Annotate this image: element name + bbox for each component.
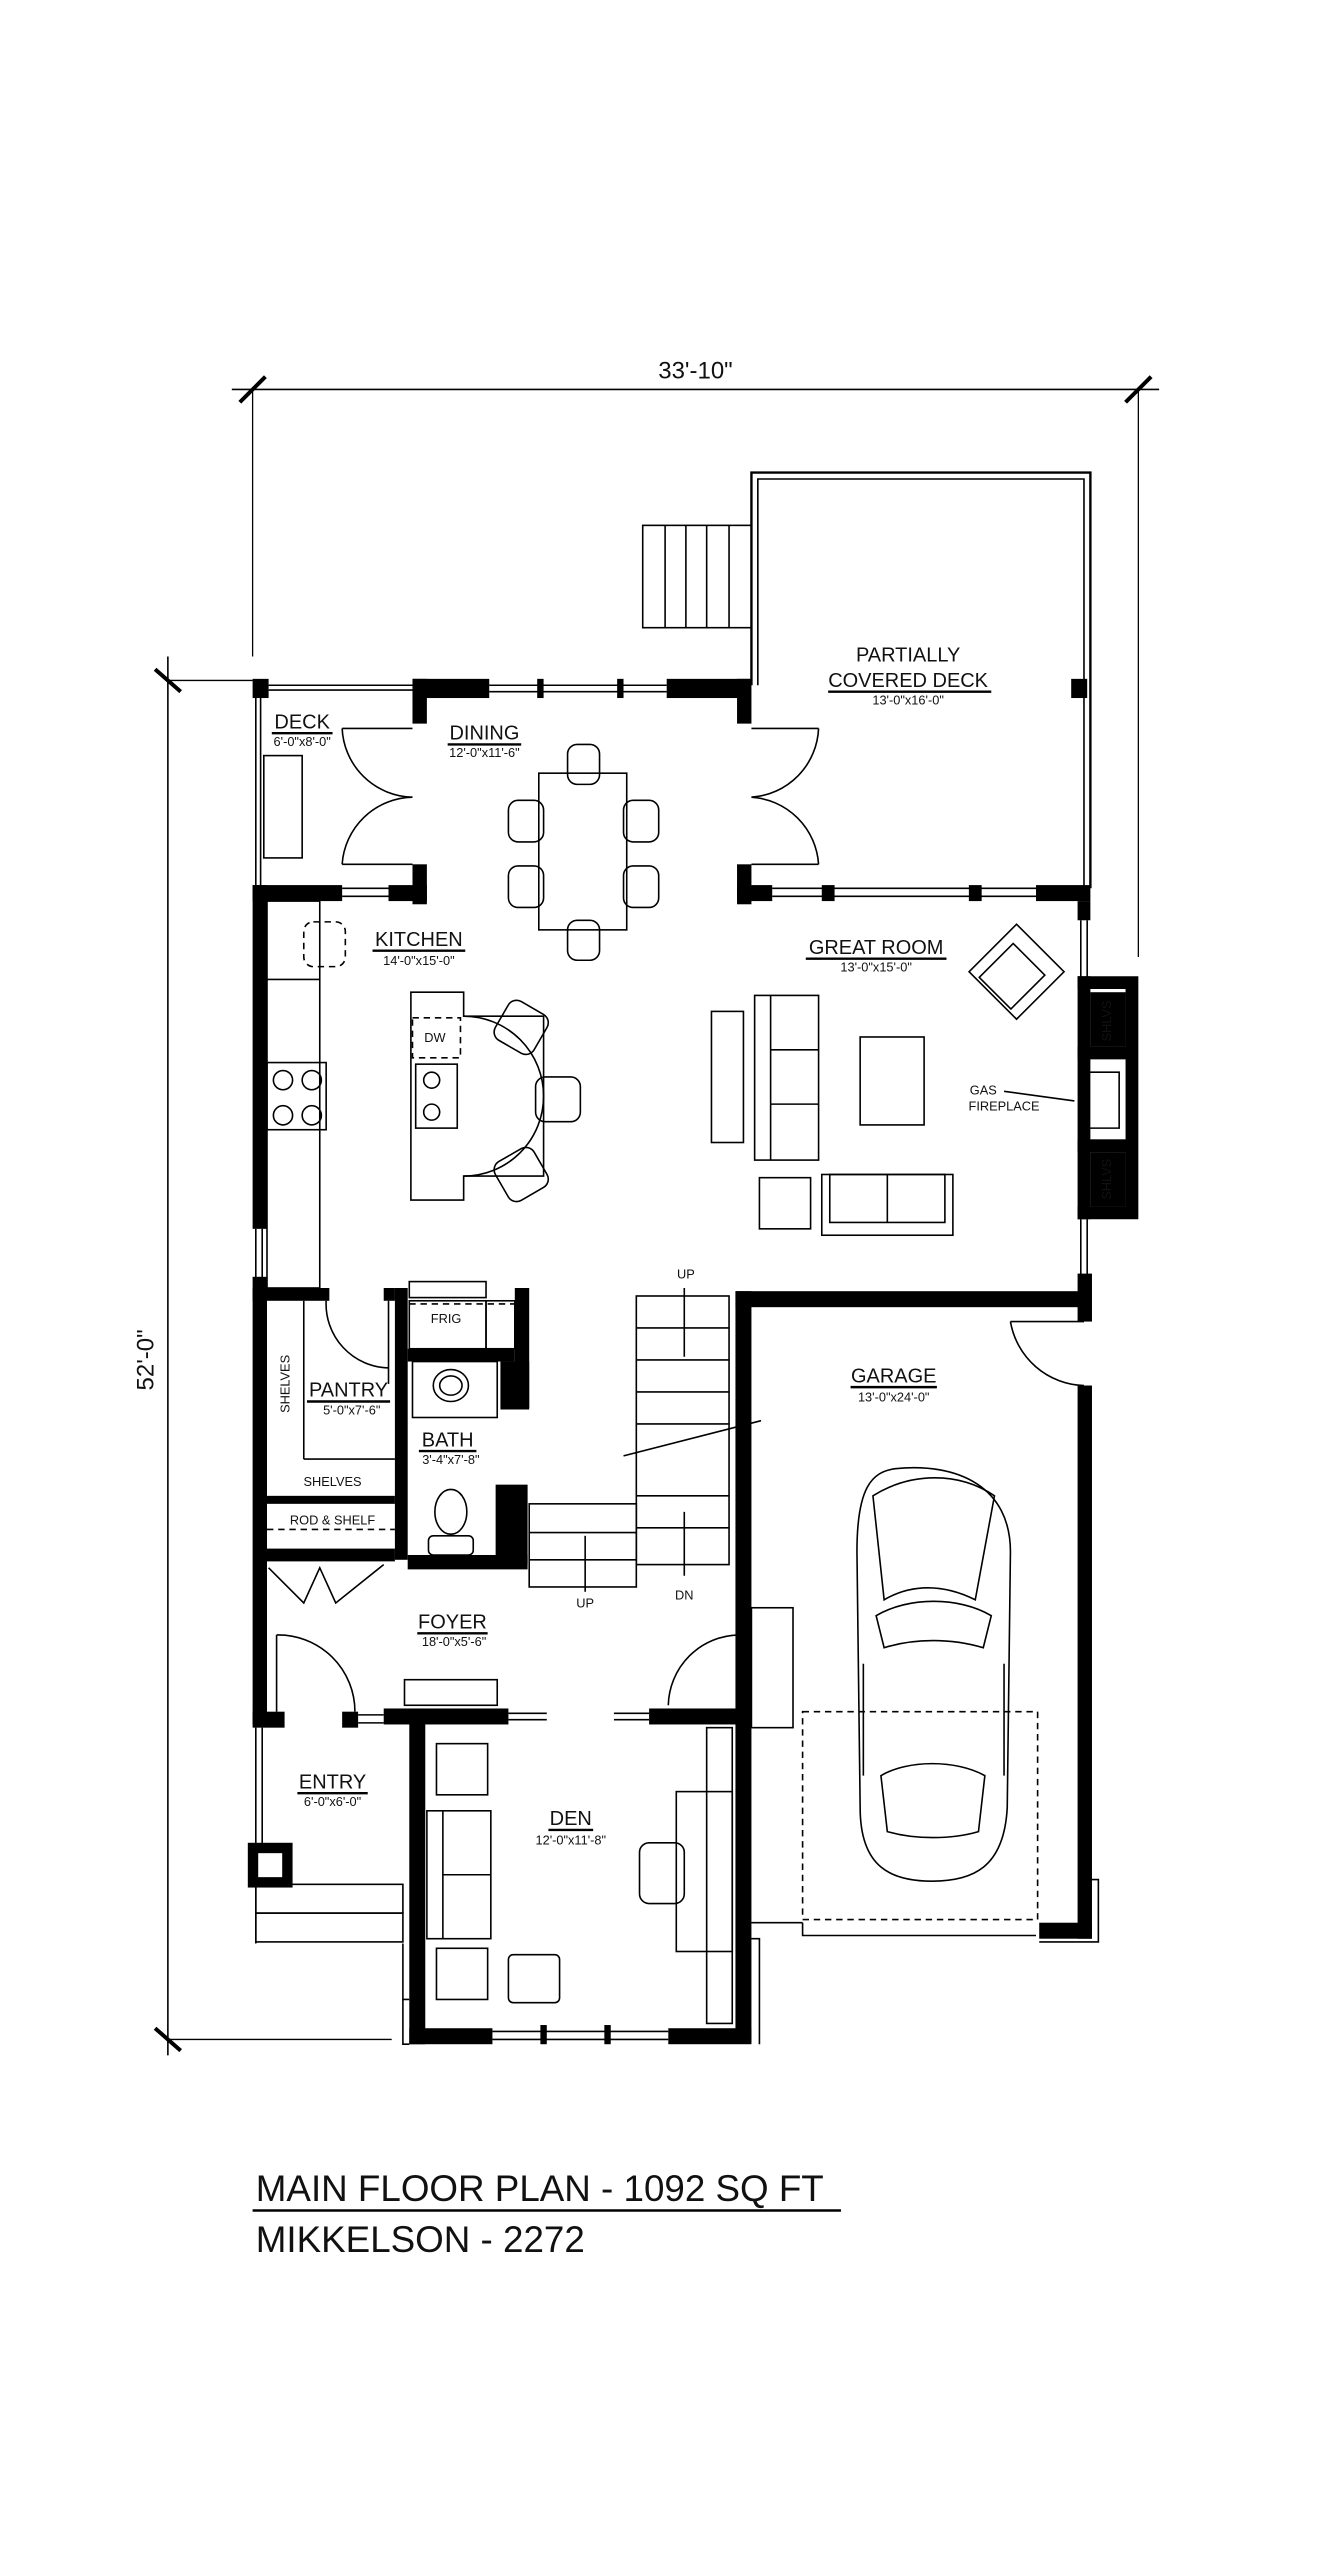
doors — [268, 727, 1085, 1729]
room-den-size: 12'-0"x11'-8" — [535, 1832, 606, 1847]
room-pantry-size: 5'-0"x7'-6" — [323, 1402, 380, 1417]
depth-dimension: 52'-0" — [132, 656, 392, 2056]
pantry-shelves-vertical-label: SHELVES — [277, 1355, 292, 1413]
plan-title: MAIN FLOOR PLAN - 1092 SQ FT — [256, 2168, 824, 2209]
stair-down-label: DN — [675, 1588, 693, 1603]
gas-fireplace-label-line2: FIREPLACE — [969, 1099, 1040, 1114]
gas-fireplace-label-line1: GAS — [970, 1083, 997, 1098]
rod-shelf-label: ROD & SHELF — [290, 1513, 375, 1528]
fixture-labels: DW FRIG SHELVES SHELVES ROD & SHELF SHLV… — [277, 1001, 1114, 1611]
room-foyer-name: FOYER — [418, 1612, 487, 1634]
title-block: MAIN FLOOR PLAN - 1092 SQ FT MIKKELSON -… — [252, 2168, 841, 2260]
fridge-label: FRIG — [431, 1311, 462, 1326]
room-covered-deck-line2: COVERED DECK — [828, 670, 988, 692]
room-entry-size: 6'-0"x6'-0" — [304, 1794, 361, 1809]
shelves-bottom-label: SHLVS — [1099, 1159, 1114, 1200]
plan-subtitle: MIKKELSON - 2272 — [256, 2219, 585, 2260]
room-foyer-size: 18'-0"x5'-6" — [422, 1634, 486, 1649]
room-deck-name: DECK — [274, 711, 330, 733]
width-dimension-label: 33'-10" — [658, 357, 732, 384]
room-covered-deck-line1: PARTIALLY — [856, 644, 960, 666]
width-dimension: 33'-10" — [231, 357, 1160, 958]
room-bath-name: BATH — [422, 1429, 474, 1451]
room-bath-size: 3'-4"x7'-8" — [422, 1452, 479, 1467]
room-great-room-name: GREAT ROOM — [809, 937, 944, 959]
dishwasher-label: DW — [424, 1030, 446, 1045]
room-great-room-size: 13'-0"x15'-0" — [840, 959, 912, 974]
room-dining-size: 12'-0"x11'-6" — [449, 745, 520, 760]
shelves-top-label: SHLVS — [1099, 1001, 1114, 1042]
stair-up-top-label: UP — [677, 1266, 695, 1281]
room-kitchen-name: KITCHEN — [375, 929, 463, 951]
walls — [247, 678, 1139, 2046]
room-deck-size: 6'-0"x8'-0" — [274, 734, 331, 749]
room-entry-name: ENTRY — [299, 1771, 366, 1793]
stair-up-label: UP — [576, 1596, 594, 1611]
room-garage-size: 13'-0"x24'-0" — [858, 1390, 930, 1405]
room-den-name: DEN — [550, 1808, 592, 1830]
room-pantry-name: PANTRY — [309, 1380, 388, 1402]
room-labels: DECK 6'-0"x8'-0" DINING 12'-0"x11'-6" PA… — [271, 644, 992, 1847]
room-covered-deck-size: 13'-0"x16'-0" — [872, 692, 944, 707]
furniture — [263, 743, 1120, 2025]
pantry-shelves-label: SHELVES — [304, 1474, 362, 1489]
room-garage-name: GARAGE — [851, 1365, 936, 1387]
depth-dimension-label: 52'-0" — [132, 1329, 159, 1390]
room-kitchen-size: 14'-0"x15'-0" — [383, 953, 455, 968]
covered-deck-outline — [641, 471, 1092, 889]
room-dining-name: DINING — [449, 723, 519, 745]
